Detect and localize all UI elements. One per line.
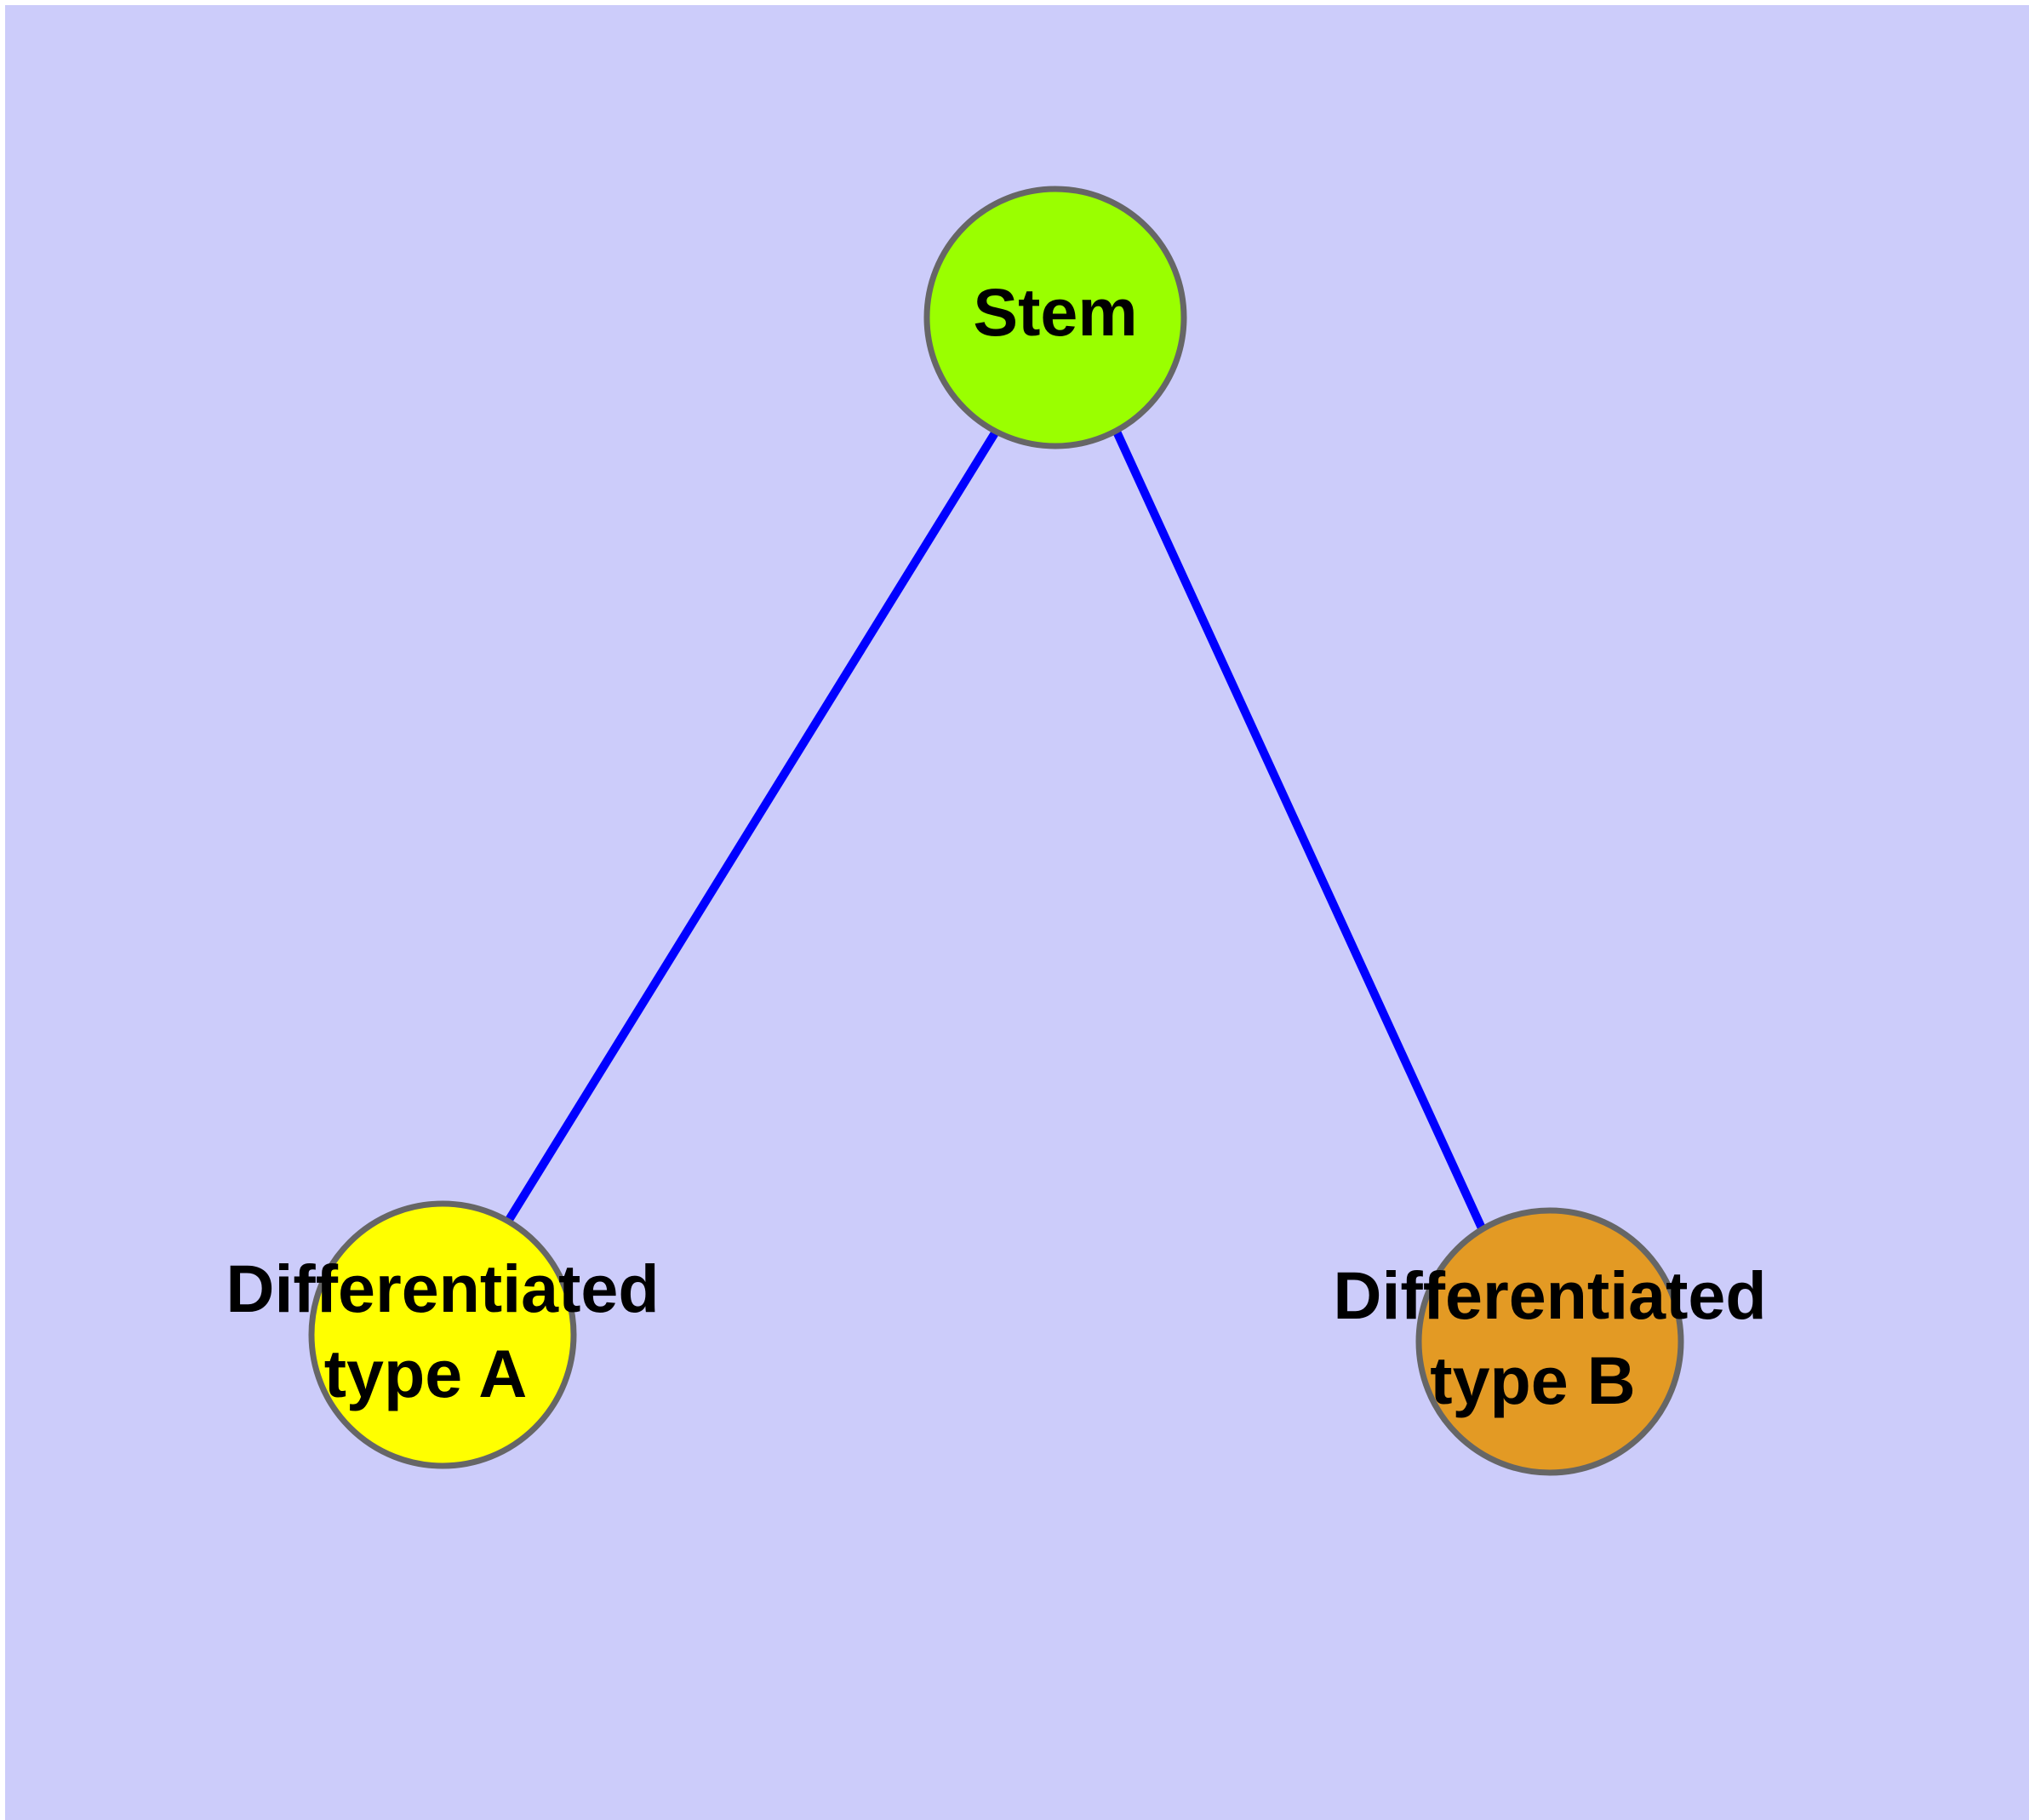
node-differentiated-type-b-label-line-2: type B [1430,1342,1635,1418]
edge-stem-to-differentiated-type-a[interactable] [494,429,1000,1240]
node-stem-label: Stem [973,274,1137,350]
node-stem-circle[interactable] [923,186,1187,449]
node-differentiated-type-a-label-line-1: Differentiated [226,1251,659,1326]
node-stem[interactable] [923,186,1187,449]
node-differentiated-type-b[interactable] [1415,1207,1684,1476]
node-differentiated-type-a[interactable] [308,1200,577,1469]
label-layer: Stem Differentiated type A Differentiate… [226,274,1766,1418]
node-differentiated-type-b-label-line-1: Differentiated [1333,1257,1766,1333]
node-differentiated-type-a-label-line-2: type A [324,1336,528,1411]
edge-stem-to-differentiated-type-b[interactable] [1112,429,1492,1244]
edge-layer [494,429,1492,1244]
node-differentiated-type-b-circle[interactable] [1415,1207,1684,1476]
node-differentiated-type-a-circle[interactable] [308,1200,577,1469]
node-layer [308,186,1684,1476]
